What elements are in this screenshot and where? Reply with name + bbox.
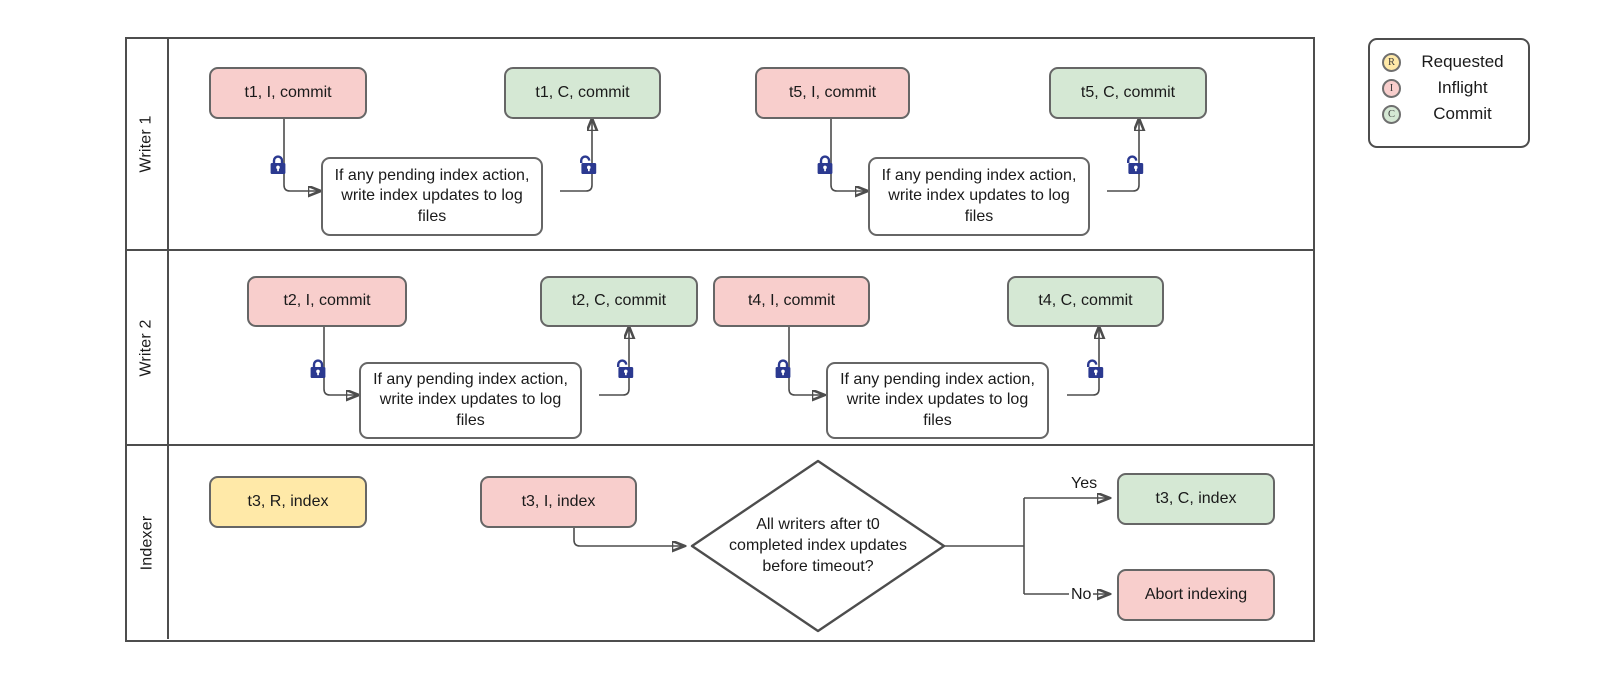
node-w2-t4-inflight[interactable]: t4, I, commit xyxy=(713,276,870,327)
lock-open-icon xyxy=(1083,358,1105,385)
node-w1-t1-commit[interactable]: t1, C, commit xyxy=(504,67,661,119)
node-w1-index-action-2[interactable]: If any pending index action, write index… xyxy=(868,157,1090,236)
node-idx-t3-requested[interactable]: t3, R, index xyxy=(209,476,367,528)
lane-header-writer-1: Writer 1 xyxy=(127,39,169,249)
lane-label-writer-1: Writer 1 xyxy=(138,115,155,173)
edge-label-no: No xyxy=(1069,586,1094,604)
node-w1-index-action-1[interactable]: If any pending index action, write index… xyxy=(321,157,543,236)
writer2-connectors xyxy=(323,323,1313,444)
lane-body-indexer: t3, R, index t3, I, index All writers af… xyxy=(169,446,1313,639)
node-w1-t5-inflight[interactable]: t5, I, commit xyxy=(755,67,910,119)
indexer-connectors xyxy=(573,446,1313,639)
lock-closed-icon xyxy=(268,154,288,181)
lane-writer-2: Writer 2 t2, I, commit If any pending in… xyxy=(127,251,1313,446)
lock-open-icon xyxy=(576,154,598,181)
lock-closed-icon xyxy=(308,358,328,385)
legend-commit-label: Commit xyxy=(1433,104,1492,123)
lock-open-icon xyxy=(613,358,635,385)
legend-box: R Requested I Inflight C Commit xyxy=(1368,38,1530,148)
node-idx-t3-inflight[interactable]: t3, I, index xyxy=(480,476,637,528)
legend-item-requested: R Requested xyxy=(1382,49,1516,75)
lane-label-writer-2: Writer 2 xyxy=(138,318,155,377)
lock-closed-icon xyxy=(815,154,835,181)
edge-label-yes: Yes xyxy=(1069,475,1100,493)
node-w1-t5-commit[interactable]: t5, C, commit xyxy=(1049,67,1207,119)
swimlane-pool: Writer 1 xyxy=(125,37,1315,642)
lane-header-writer-2: Writer 2 xyxy=(127,251,169,444)
lock-open-icon xyxy=(1123,154,1145,181)
node-w1-t1-inflight[interactable]: t1, I, commit xyxy=(209,67,367,119)
lane-label-indexer: Indexer xyxy=(138,515,155,570)
lane-body-writer-2: t2, I, commit If any pending index actio… xyxy=(169,251,1313,444)
legend-item-commit: C Commit xyxy=(1382,101,1516,127)
node-w2-t2-inflight[interactable]: t2, I, commit xyxy=(247,276,407,327)
legend-requested-icon: R xyxy=(1382,52,1401,72)
legend-commit-icon: C xyxy=(1382,104,1401,124)
legend-inflight-label: Inflight xyxy=(1437,78,1488,97)
node-w2-index-action-1[interactable]: If any pending index action, write index… xyxy=(359,362,582,439)
lane-header-indexer: Indexer xyxy=(127,446,169,639)
lane-writer-1: Writer 1 xyxy=(127,39,1313,251)
lane-indexer: Indexer t3, R, index t3, I, index xyxy=(127,446,1313,639)
decision-diamond[interactable]: All writers after t0 completed index upd… xyxy=(689,458,947,634)
writer1-connectors xyxy=(283,114,1313,249)
node-w2-t4-commit[interactable]: t4, C, commit xyxy=(1007,276,1164,327)
decision-label: All writers after t0 completed index upd… xyxy=(729,515,907,575)
node-idx-abort-indexing[interactable]: Abort indexing xyxy=(1117,569,1275,621)
legend-requested-label: Requested xyxy=(1421,52,1504,71)
lock-closed-icon xyxy=(773,358,793,385)
node-w2-index-action-2[interactable]: If any pending index action, write index… xyxy=(826,362,1049,439)
legend-item-inflight: I Inflight xyxy=(1382,75,1516,101)
node-idx-t3-commit[interactable]: t3, C, index xyxy=(1117,473,1275,525)
lane-body-writer-1: t1, I, commit If any pending index actio… xyxy=(169,39,1313,249)
legend-inflight-icon: I xyxy=(1382,78,1401,98)
node-w2-t2-commit[interactable]: t2, C, commit xyxy=(540,276,698,327)
